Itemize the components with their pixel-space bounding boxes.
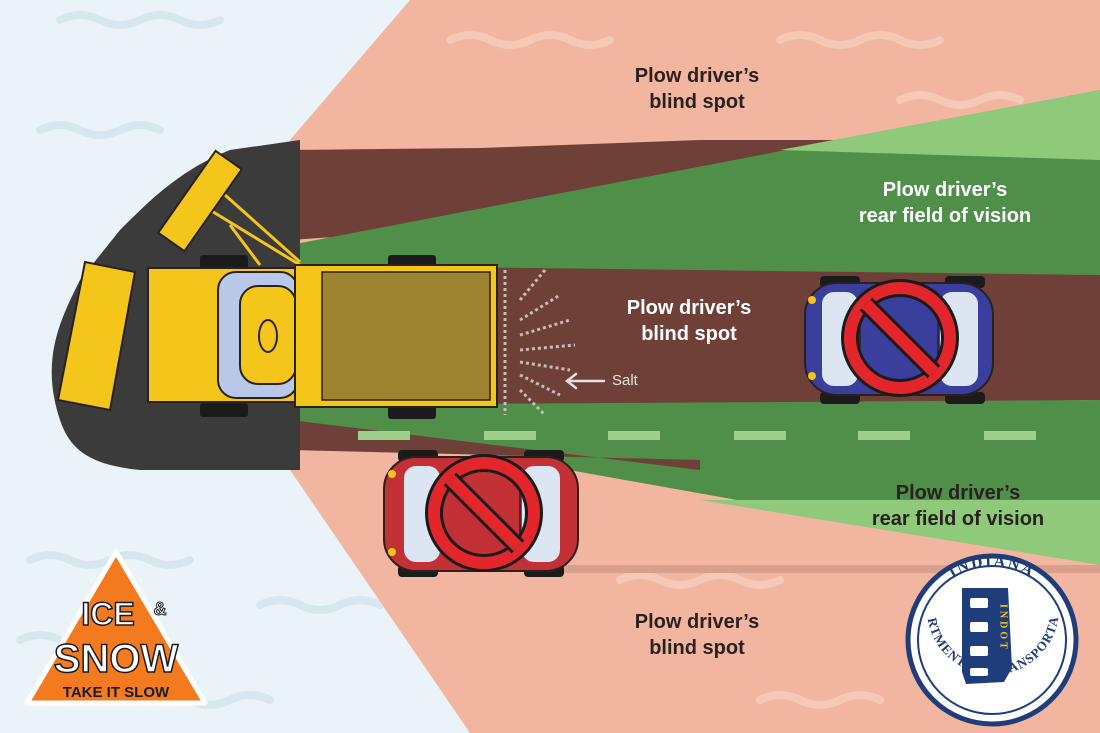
ice-snow-logo-amp: & <box>154 599 167 619</box>
salt-label: Salt <box>612 372 638 389</box>
label-blind-spot-bottom-line2: blind spot <box>649 637 745 659</box>
label-blind-spot-top: Plow driver’s blind spot <box>597 63 797 115</box>
snowplow-icon <box>56 149 498 419</box>
label-rear-vision-bottom: Plow driver’s rear field of vision <box>843 480 1073 532</box>
no-entry-sign-icon <box>841 279 959 397</box>
label-blind-spot-bottom: Plow driver’s blind spot <box>597 609 797 661</box>
label-rear-vision-bottom-line2: rear field of vision <box>871 508 1045 530</box>
label-rear-vision-bottom-line1: Plow driver’s <box>895 482 1021 504</box>
label-blind-spot-middle-line2: blind spot <box>641 323 737 345</box>
label-rear-vision-top: Plow driver’s rear field of vision <box>830 177 1060 229</box>
label-blind-spot-bottom-line1: Plow driver’s <box>634 611 760 633</box>
label-blind-spot-middle: Plow driver’s blind spot <box>589 295 789 347</box>
label-rear-vision-top-line1: Plow driver’s <box>882 179 1008 201</box>
road-shadow <box>560 565 1100 573</box>
indiana-state-shape <box>962 588 1012 684</box>
ice-snow-logo-line2: SNOW <box>54 637 179 681</box>
label-blind-spot-top-line2: blind spot <box>649 91 745 113</box>
label-blind-spot-middle-line1: Plow driver’s <box>626 297 752 319</box>
transport-icons <box>970 598 988 676</box>
salt-arrow-icon <box>564 372 606 390</box>
ice-snow-logo-line1: ICE <box>81 596 134 632</box>
label-rear-vision-top-line2: rear field of vision <box>858 205 1032 227</box>
label-blind-spot-top-line1: Plow driver’s <box>634 65 760 87</box>
salt-spray <box>503 269 576 417</box>
ice-snow-logo: ICE & SNOW TAKE IT SLOW <box>24 549 208 706</box>
rear-vision-light-edge-bottom <box>700 500 1100 565</box>
rear-vision-light-edge-top <box>780 90 1100 160</box>
indot-vertical-text: INDOT <box>998 604 1009 652</box>
no-entry-sign-icon <box>425 454 543 572</box>
salmon-wave-pattern <box>446 31 1024 709</box>
ice-snow-logo-line3: TAKE IT SLOW <box>63 684 170 701</box>
